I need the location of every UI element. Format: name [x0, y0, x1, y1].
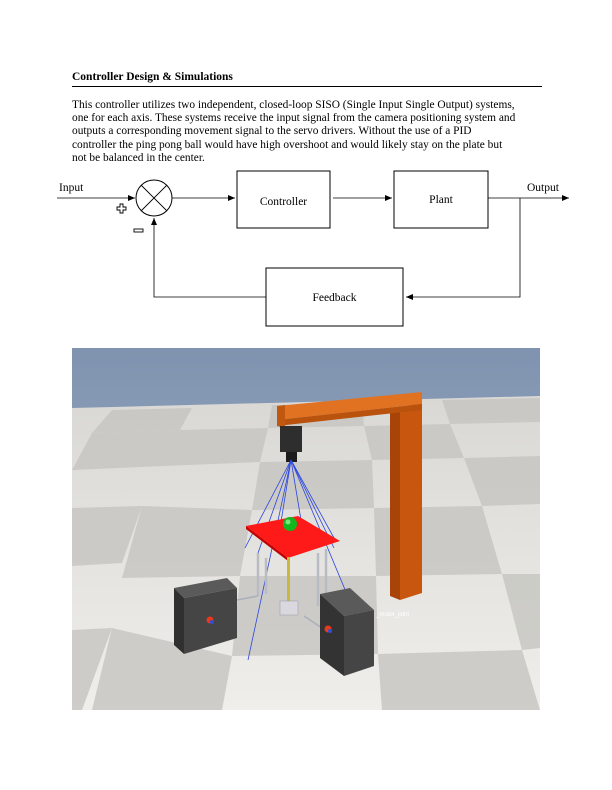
paragraph-line: not be balanced in the center. — [72, 151, 205, 164]
ping-pong-ball — [283, 517, 297, 531]
input-label: Input — [59, 182, 84, 194]
summing-junction — [135, 179, 173, 217]
left-motor — [174, 578, 237, 598]
paragraph-line: one for each axis. These systems receive… — [72, 112, 516, 125]
camera-icon — [280, 426, 302, 452]
joint-label: _motor_joint — [375, 612, 409, 618]
minus-sign-icon — [133, 228, 144, 233]
paragraph-line: outputs a corresponding movement signal … — [72, 125, 472, 138]
controller-block: Controller — [236, 170, 331, 229]
block-diagram: Input Output Controller Plant Feedback — [57, 170, 569, 327]
center-post — [287, 557, 290, 603]
base-block — [279, 600, 299, 616]
body-paragraph: This controller utilizes two independent… — [72, 99, 542, 165]
output-label: Output — [527, 182, 560, 194]
plant-label: Plant — [429, 194, 453, 206]
servo-linkages — [256, 549, 328, 608]
paragraph-line: This controller utilizes two independent… — [72, 99, 515, 111]
section-heading: Controller Design & Simulations — [72, 70, 542, 87]
right-motor — [320, 588, 374, 616]
feedback-to-junction-arrow — [151, 218, 266, 298]
feedback-label: Feedback — [312, 292, 356, 304]
output-to-feedback-arrow — [406, 198, 521, 300]
paragraph-line: controller the ping pong ball would have… — [72, 138, 503, 151]
plant-block: Plant — [393, 170, 489, 229]
overhead-beam — [277, 392, 422, 420]
simulation-render: _motor_joint — [72, 348, 540, 710]
balancing-plate — [246, 516, 340, 558]
feedback-block: Feedback — [265, 267, 404, 327]
plus-sign-icon — [116, 203, 127, 214]
controller-label: Controller — [260, 196, 307, 208]
support-column — [400, 400, 422, 600]
